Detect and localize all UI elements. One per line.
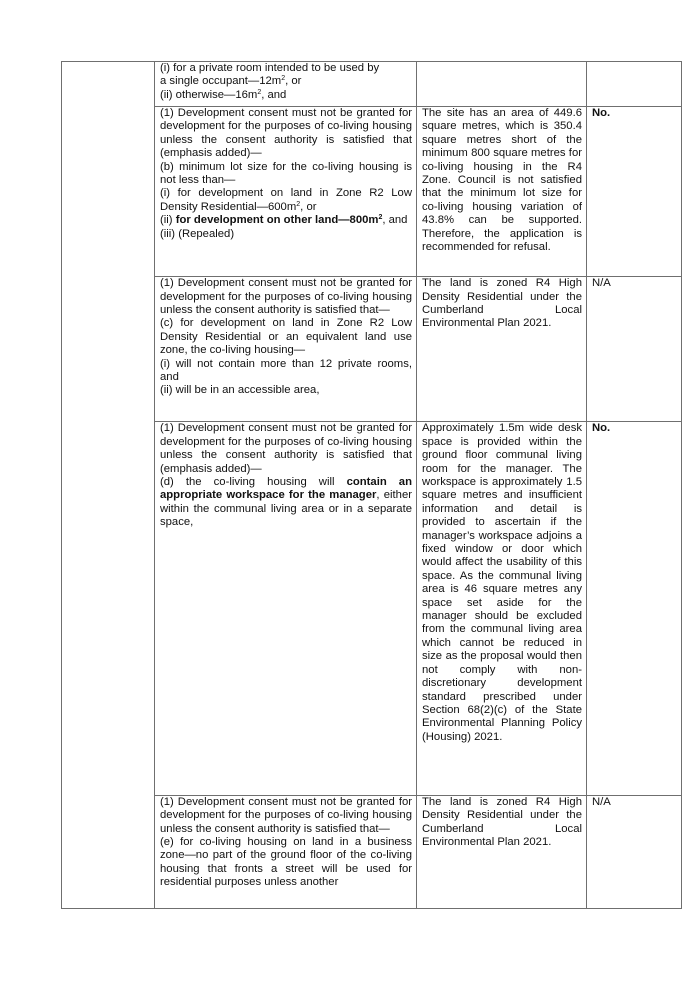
compliance-value: N/A [592, 795, 611, 808]
clause-text-run: (d) the co-living housing will [160, 476, 347, 489]
clause-cell: (1) Development consent must not be gran… [154, 794, 417, 910]
superscript: 2 [296, 200, 301, 208]
table-row: (i) for a private room intended to be us… [61, 60, 682, 909]
compliance-cell: N/A [586, 276, 682, 423]
clause-paragraph: (1) Development consent must not be gran… [160, 107, 412, 161]
clause-text-run: (ii) otherwise—16m [160, 88, 258, 101]
superscript: 2 [378, 214, 382, 221]
clause-text-run: (i) will not contain more than 12 privat… [160, 357, 412, 384]
clause-text-run: for development on other land—800m [175, 214, 379, 227]
clause-text-run: (ii) will be in an accessible area, [160, 384, 320, 397]
table-row: (1) Development consent must not be gran… [62, 106, 682, 278]
comment-cell: Approximately 1.5m wide desk space is pr… [416, 421, 587, 796]
compliance-cell: N/A [586, 794, 682, 910]
clause-paragraph: (i) for development on land in Zone R2 L… [160, 187, 412, 214]
clause-paragraph: (e) for co-living housing on land in a b… [160, 836, 412, 890]
clause-text-run: (i) for development on land in Zone R2 L… [160, 187, 412, 213]
clause-text-run: (i) for a private room intended to be us… [160, 62, 380, 74]
clause-text-run: contain an appropriate workspace for the… [160, 476, 412, 502]
clause-text-run: , or [285, 75, 302, 88]
compliance-cell: No. [586, 421, 682, 796]
clause-text-run: (iii) (Repealed) [160, 227, 235, 240]
clause-paragraph: (b) minimum lot size for the co-living h… [160, 161, 412, 188]
clause-paragraph: (1) Development consent must not be gran… [160, 422, 412, 476]
clause-paragraph: (i) will not contain more than 12 privat… [160, 358, 412, 385]
compliance-cell: No. [586, 106, 682, 278]
compliance-cell [586, 60, 682, 108]
table-row: (1) Development consent must not be gran… [62, 276, 682, 423]
clause-text-run: (c) for development on land in Zone R2 L… [160, 317, 412, 357]
comment-cell: The site has an area of 449.6 square met… [416, 106, 587, 278]
clause-paragraph: (1) Development consent must not be gran… [160, 277, 412, 317]
clause-paragraph: (iii) (Repealed) [160, 228, 412, 241]
clause-cell: (1) Development consent must not be gran… [154, 106, 417, 278]
clause-cell: (1) Development consent must not be gran… [154, 421, 417, 796]
clause-text-run: 2 [378, 214, 383, 222]
clause-text-run: (1) Development consent must not be gran… [160, 107, 412, 160]
comment-cell: The land is zoned R4 High Density Reside… [416, 276, 587, 423]
comment-cell: The land is zoned R4 High Density Reside… [416, 794, 587, 910]
clause-text-run: (e) for co-living housing on land in a b… [160, 836, 412, 889]
clause-text-run: , either within the communal living area… [160, 489, 412, 529]
compliance-value: No. [592, 107, 611, 120]
clause-cell: (i) for a private room intended to be us… [154, 60, 417, 108]
clause-text-run: (ii) [160, 214, 176, 227]
clause-text-run: (b) minimum lot size for the co-living h… [160, 160, 412, 187]
clause-paragraph: a single occupant—12m2, or [160, 75, 412, 88]
clause-paragraph: (ii) will be in an accessible area, [160, 384, 412, 397]
table-row: (1) Development consent must not be gran… [62, 794, 682, 910]
clause-cell: (1) Development consent must not be gran… [154, 276, 417, 423]
clause-paragraph: (1) Development consent must not be gran… [160, 796, 412, 836]
table-row: (1) Development consent must not be gran… [62, 421, 682, 796]
clause-paragraph: (ii) for development on other land—800m2… [160, 214, 412, 227]
clause-text-run: a single occupant—12m [160, 75, 282, 88]
superscript: 2 [281, 75, 286, 83]
clause-text-run: (1) Development consent must not be gran… [160, 277, 412, 317]
compliance-value: No. [592, 422, 611, 435]
clause-text-run: , or [300, 200, 317, 213]
clause-text-run: , and [382, 214, 408, 227]
superscript: 2 [257, 88, 262, 96]
clause-paragraph: (c) for development on land in Zone R2 L… [160, 317, 412, 357]
clause-text-run: , and [261, 88, 287, 101]
clause-paragraph: (d) the co-living housing will contain a… [160, 476, 412, 530]
clause-paragraph: (ii) otherwise—16m2, and [160, 89, 412, 102]
blank-cell [61, 61, 155, 909]
clause-text-run: (1) Development consent must not be gran… [160, 422, 412, 475]
assessment-table-body: (i) for a private room intended to be us… [61, 60, 682, 910]
assessment-table: (i) for a private room intended to be us… [61, 60, 682, 910]
compliance-value: N/A [592, 277, 611, 290]
clause-paragraph: (i) for a private room intended to be us… [160, 62, 412, 75]
clause-text-run: (1) Development consent must not be gran… [160, 795, 412, 835]
comment-cell [416, 60, 587, 108]
